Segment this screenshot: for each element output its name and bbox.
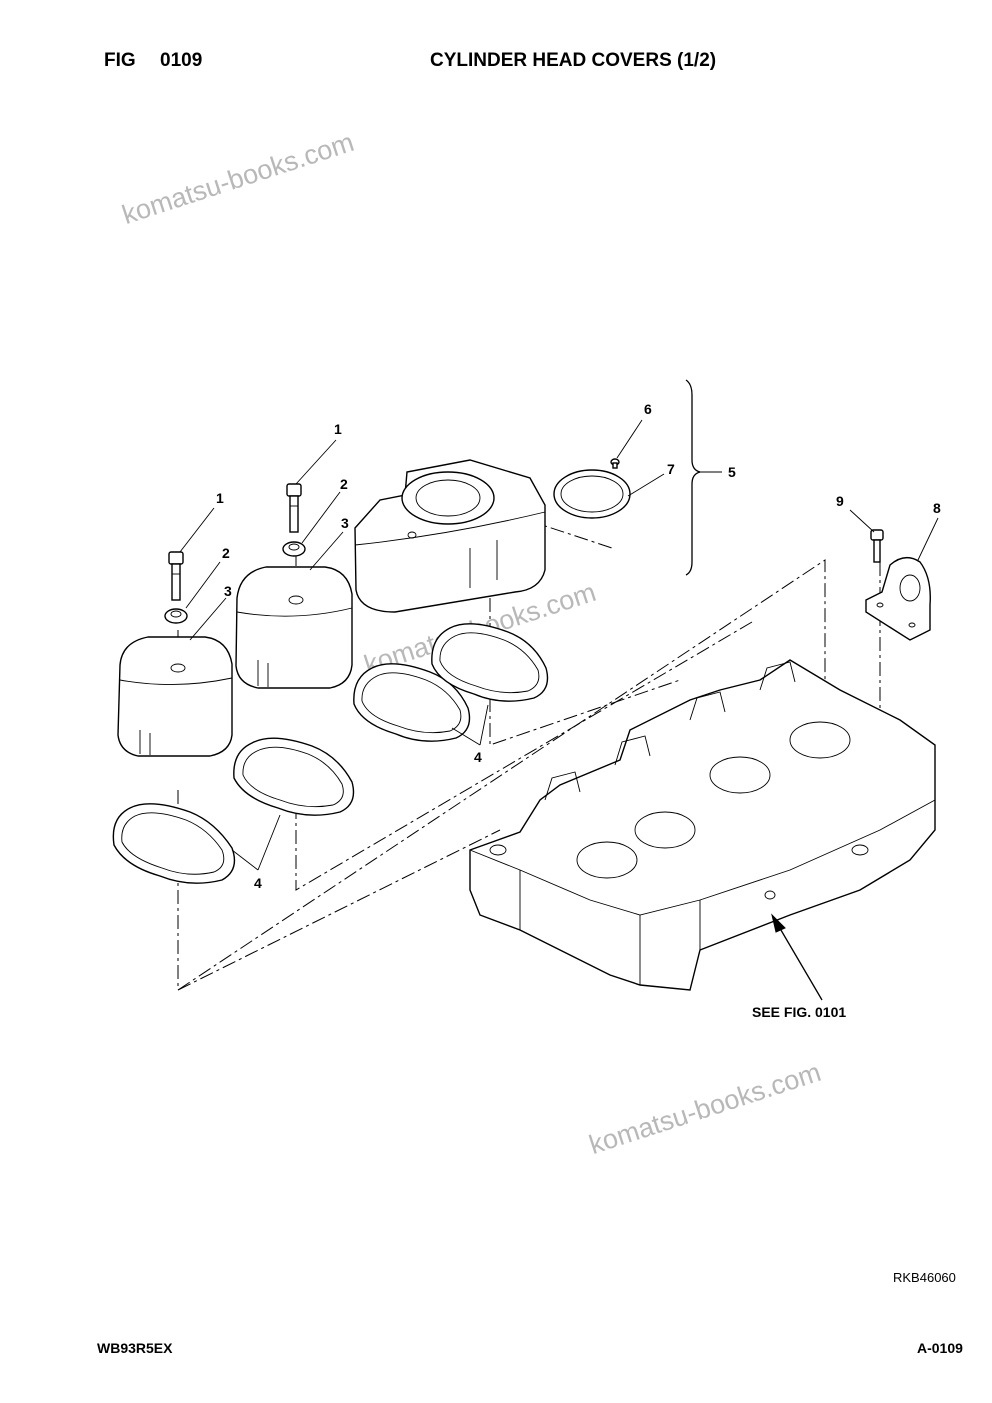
washer-left	[164, 608, 188, 624]
bolt-middle	[286, 483, 302, 533]
callout-2-left: 2	[222, 545, 230, 561]
cylinder-head-cover-middle	[235, 566, 353, 689]
seal-ring	[553, 469, 631, 519]
callout-1-middle: 1	[334, 421, 342, 437]
plug	[610, 458, 620, 469]
callout-5: 5	[728, 464, 736, 480]
page-title: CYLINDER HEAD COVERS (1/2)	[430, 50, 717, 71]
callout-labels: 1 2 3 1 2 3 4 4 5 6 7 8 9 SEE FIG. 0101	[216, 401, 941, 1020]
callout-6: 6	[644, 401, 652, 417]
cylinder-head-block	[469, 659, 936, 991]
gasket-right-upper	[431, 623, 549, 702]
gasket-right-lower	[353, 663, 471, 742]
reference-note: SEE FIG. 0101	[752, 1004, 846, 1020]
callout-4-left: 4	[254, 875, 262, 891]
footer-page-number: A-0109	[917, 1340, 963, 1356]
footer-model: WB93R5EX	[97, 1340, 173, 1356]
gasket-middle	[233, 737, 355, 816]
washer-middle	[282, 541, 306, 557]
leader-lines	[179, 379, 939, 1001]
cylinder-head-cover-left	[117, 636, 233, 757]
callout-1-left: 1	[216, 490, 224, 506]
callout-7: 7	[667, 461, 675, 477]
callout-3-middle: 3	[341, 515, 349, 531]
callout-3-left: 3	[224, 583, 232, 599]
bolt-left	[168, 551, 184, 601]
fig-number: 0109	[160, 50, 203, 71]
callout-9: 9	[836, 493, 844, 509]
gasket-left	[112, 803, 236, 884]
cylinder-head-cover-right-with-breather	[354, 459, 546, 613]
fig-label: FIG	[104, 50, 136, 71]
alignment-lines	[177, 519, 881, 991]
callout-4-right: 4	[474, 749, 482, 765]
lifting-bracket	[865, 557, 931, 641]
bracket-bolt	[870, 529, 884, 563]
callout-2-middle: 2	[340, 476, 348, 492]
callout-8: 8	[933, 500, 941, 516]
drawing-code: RKB46060	[893, 1270, 956, 1285]
